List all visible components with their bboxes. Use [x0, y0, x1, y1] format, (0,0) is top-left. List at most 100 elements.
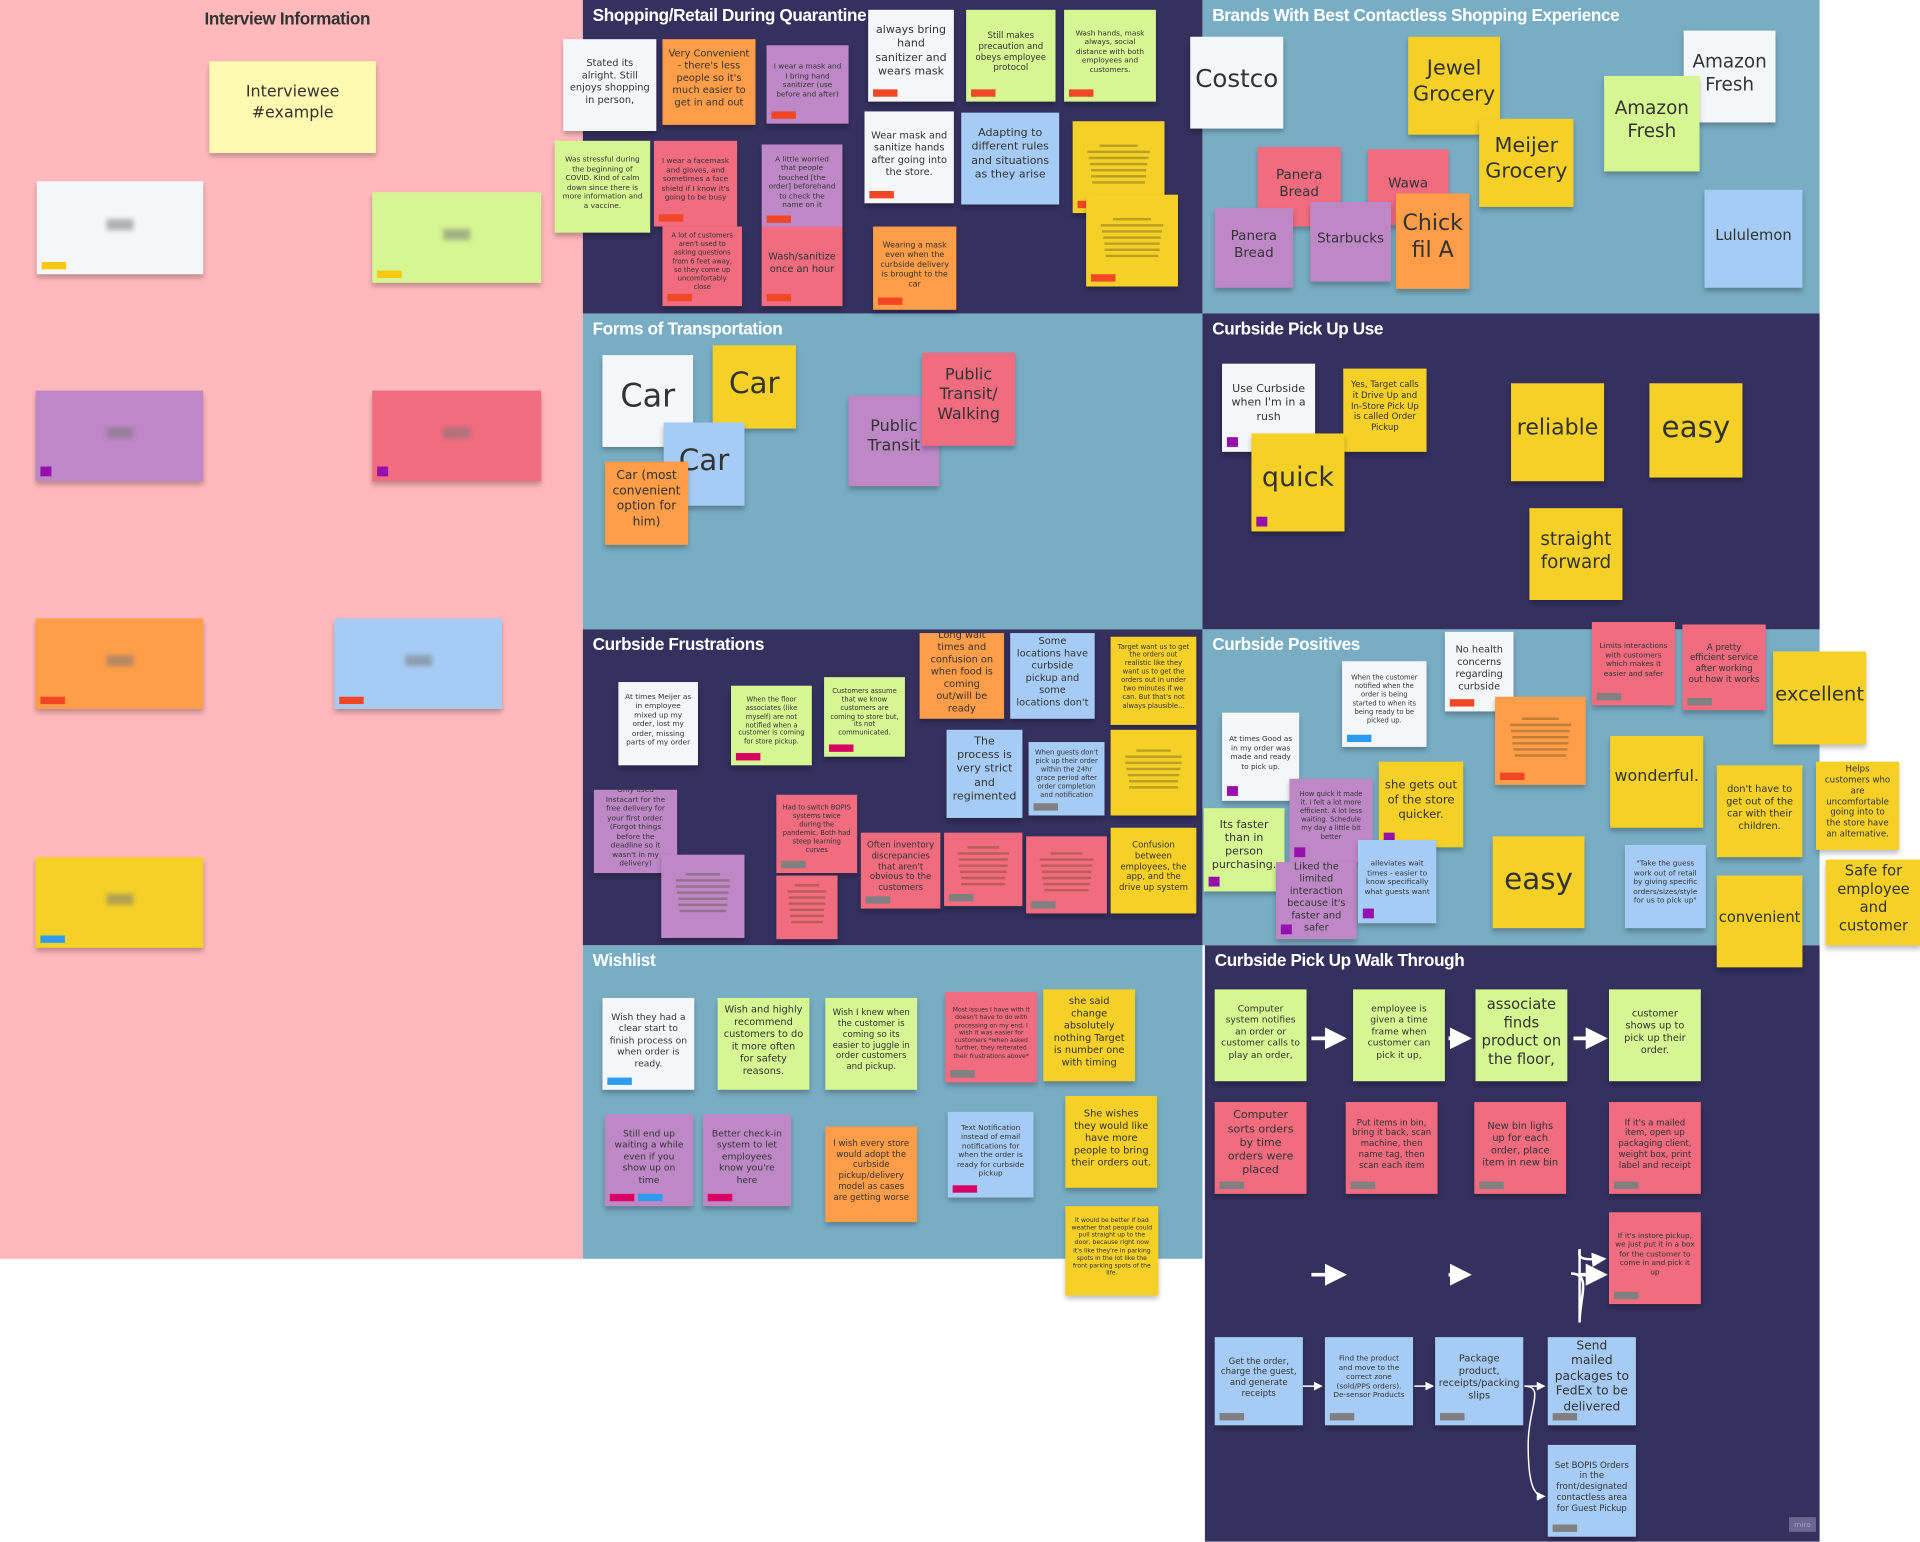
tag-label[interactable]	[1219, 1181, 1245, 1189]
sticky-note[interactable]: Wash/sanitize once an hour	[761, 226, 843, 307]
tag-label[interactable]	[781, 860, 806, 869]
sticky-note[interactable]: easy	[1492, 836, 1585, 929]
tag-label[interactable]	[1552, 1524, 1578, 1532]
sticky-note[interactable]	[1110, 729, 1197, 816]
sticky-note[interactable]	[1495, 696, 1586, 785]
sticky-note[interactable]: Customers assume that we know customers …	[824, 677, 905, 757]
sticky-note[interactable]: It would be better if bad weather that p…	[1065, 1206, 1159, 1296]
sticky-note[interactable]: Limits interactions with customers which…	[1591, 622, 1676, 706]
sticky-note[interactable]: associate finds product on the floor,	[1475, 989, 1568, 1082]
sticky-note[interactable]: Get the order, charge the guest, and gen…	[1214, 1337, 1303, 1426]
tag-label[interactable]	[1596, 693, 1622, 701]
sticky-note[interactable]: I wear a facemask and gloves, and someti…	[653, 140, 738, 227]
tag-label[interactable]	[339, 696, 364, 705]
sticky-note[interactable]	[35, 618, 204, 709]
tag-label[interactable]	[609, 1193, 635, 1202]
sticky-note[interactable]: When the floor associates (like myself) …	[731, 685, 812, 766]
sticky-note[interactable]: Liked the limited interaction because it…	[1275, 862, 1357, 940]
sticky-note[interactable]: Wearing a mask even when the curbside de…	[873, 226, 957, 310]
sticky-note[interactable]: Text Notification instead of email notif…	[947, 1111, 1034, 1198]
sticky-note[interactable]: Send mailed packages to FedEx to be deli…	[1547, 1337, 1636, 1426]
sticky-note[interactable]: When the customer notified when the orde…	[1342, 661, 1427, 747]
sticky-note[interactable]: Package product, receipts/packing slips	[1435, 1337, 1524, 1426]
tag-label[interactable]	[1068, 89, 1094, 97]
sticky-note[interactable]: convenient	[1716, 875, 1803, 968]
sticky-note[interactable]: Car	[712, 345, 796, 429]
tag-label[interactable]	[1383, 832, 1395, 843]
sticky-note[interactable]: Panera Bread	[1214, 208, 1294, 288]
sticky-note[interactable]	[334, 618, 503, 709]
sticky-note[interactable]: Safe for employee and customer	[1825, 859, 1920, 946]
tag-label[interactable]	[1613, 1291, 1639, 1300]
tag-label[interactable]	[1613, 1181, 1639, 1189]
sticky-note[interactable]: Lululemon	[1704, 189, 1803, 288]
tag-label[interactable]	[1226, 786, 1238, 796]
sticky-note[interactable]	[36, 181, 204, 275]
sticky-note[interactable]: Amazon Fresh	[1604, 75, 1700, 172]
sticky-note[interactable]: Still makes precaution and obeys employe…	[966, 9, 1056, 102]
tag-label[interactable]	[948, 893, 974, 902]
sticky-note[interactable]: No health concerns regarding curbside	[1444, 631, 1514, 712]
tag-label[interactable]	[1350, 1181, 1376, 1189]
sticky-note[interactable]: employee is given a time frame when cust…	[1353, 989, 1445, 1082]
sticky-note[interactable]: Better check-in system to let employees …	[702, 1114, 792, 1207]
tag-label[interactable]	[1552, 1413, 1578, 1421]
sticky-note[interactable]: Wash hands, mask always, social distance…	[1064, 9, 1156, 102]
sticky-note[interactable]: If it's a mailed item, open up packaging…	[1608, 1102, 1701, 1194]
sticky-note[interactable]: Adapting to different rules and situatio…	[961, 112, 1060, 205]
tag-label[interactable]	[41, 262, 67, 270]
tag-label[interactable]	[1091, 274, 1116, 282]
sticky-note[interactable]: A pretty efficient service after working…	[1682, 624, 1766, 711]
tag-label[interactable]	[1294, 847, 1306, 858]
sticky-note[interactable]	[1086, 194, 1178, 287]
sticky-note[interactable]: The process is very strict and regimente…	[946, 729, 1023, 818]
sticky-note[interactable]: Computer sorts orders by time orders wer…	[1214, 1102, 1307, 1194]
tag-label[interactable]	[707, 1193, 733, 1202]
sticky-note[interactable]: "Take the guess work out of retail by gi…	[1624, 844, 1706, 929]
tag-label[interactable]	[1208, 876, 1220, 887]
sticky-note[interactable]: Helps customers who are uncomfortable go…	[1815, 761, 1900, 850]
sticky-note[interactable]: she said change absolutely nothing Targe…	[1043, 989, 1136, 1082]
sticky-note[interactable]: New bin lighs up for each order, place i…	[1474, 1102, 1567, 1194]
tag-label[interactable]	[735, 753, 761, 761]
sticky-note[interactable]: Starbucks	[1310, 202, 1392, 282]
tag-label[interactable]	[658, 214, 684, 222]
sticky-note[interactable]: alleviates wait times - easier to know s…	[1357, 840, 1437, 924]
sticky-note[interactable]: When guests don't pick up their order wi…	[1028, 742, 1105, 816]
tag-label[interactable]	[377, 466, 389, 477]
sticky-note[interactable]: Only used Instacart for the free deliver…	[593, 789, 678, 874]
sticky-note[interactable]: A lot of customers aren't used to asking…	[662, 226, 743, 307]
tag-label[interactable]	[1687, 697, 1712, 706]
sticky-note[interactable]: Car (most convenient option for him)	[604, 461, 689, 545]
tag-label[interactable]	[1031, 901, 1056, 909]
sticky-note[interactable]: I wish every store would adopt the curbs…	[825, 1126, 918, 1223]
sticky-note[interactable]: Computer system notifies an order or cus…	[1214, 989, 1307, 1082]
tag-label[interactable]	[1479, 1181, 1504, 1189]
tag-label[interactable]	[952, 1185, 978, 1193]
tag-label[interactable]	[377, 270, 402, 278]
sticky-note[interactable]	[372, 390, 542, 482]
sticky-note[interactable]	[35, 857, 204, 948]
sticky-note[interactable]: Often inventory discrepancies that aren'…	[860, 832, 941, 909]
tag-label[interactable]	[950, 1070, 975, 1078]
tag-label[interactable]	[771, 111, 796, 119]
sticky-note[interactable]: Target want us to get the orders out rea…	[1110, 636, 1197, 725]
sticky-note[interactable]: If it's instore pickup, we just put it i…	[1608, 1212, 1701, 1305]
sticky-note[interactable]: I wear a mask and I bring hand sanitizer…	[766, 45, 849, 124]
tag-label[interactable]	[1362, 908, 1374, 919]
sticky-note[interactable]: Had to switch BOPIS systems twice during…	[776, 794, 858, 874]
tag-label[interactable]	[1226, 437, 1238, 447]
sticky-note[interactable]: Most issues I have with it doesn't have …	[945, 991, 1038, 1083]
tag-label[interactable]	[1256, 516, 1268, 527]
tag-label[interactable]	[1449, 699, 1475, 707]
tag-label[interactable]	[766, 293, 792, 302]
sticky-note[interactable]: Stated its alright. Still enjoys shoppin…	[563, 39, 657, 132]
sticky-note[interactable]: Public Transit/ Walking	[922, 352, 1016, 446]
sticky-note[interactable]: don't have to get out of the car with th…	[1716, 765, 1803, 858]
tag-label[interactable]	[865, 896, 891, 904]
sticky-note[interactable]	[372, 192, 542, 283]
sticky-note[interactable]: Wear mask and sanitize hands after going…	[864, 111, 954, 204]
tag-label[interactable]	[766, 215, 792, 223]
sticky-note[interactable]: reliable	[1511, 383, 1605, 482]
tag-label[interactable]	[1346, 734, 1372, 743]
